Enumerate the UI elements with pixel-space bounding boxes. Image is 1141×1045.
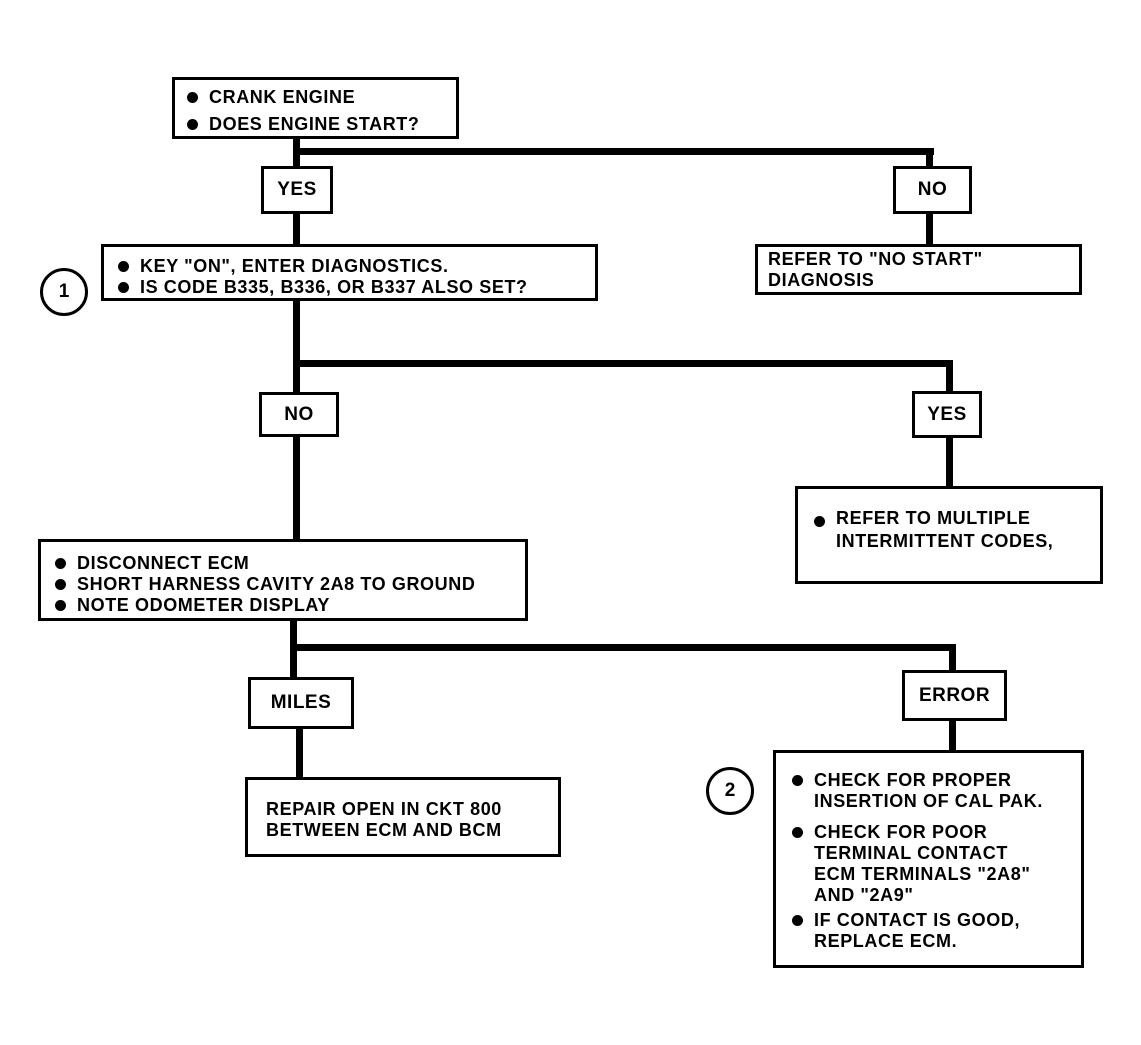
start-line-1: CRANK ENGINE (209, 87, 356, 107)
connector-line (293, 138, 300, 174)
error-label: ERROR (902, 670, 1007, 721)
check-item-3-line-2: REPLACE ECM. (814, 931, 958, 951)
bullet-icon (792, 827, 803, 838)
connector-line (949, 718, 956, 752)
connector-line (946, 434, 953, 490)
multiple-codes-line-1: REFER TO MULTIPLE (836, 508, 1031, 528)
bullet-icon (55, 558, 66, 569)
connector-line (946, 360, 953, 393)
step-marker-2: 2 (706, 767, 754, 815)
repair-line-2: BETWEEN ECM AND BCM (266, 820, 502, 840)
disconnect-line-1: DISCONNECT ECM (77, 553, 250, 573)
disconnect-ecm-box: DISCONNECT ECM SHORT HARNESS CAVITY 2A8 … (38, 539, 528, 621)
diagnostics-box: KEY "ON", ENTER DIAGNOSTICS. IS CODE B33… (101, 244, 598, 301)
bullet-icon (118, 261, 129, 272)
bullet-icon (792, 775, 803, 786)
disconnect-line-2: SHORT HARNESS CAVITY 2A8 TO GROUND (77, 574, 476, 594)
bullet-icon (187, 119, 198, 130)
check-item-3-line-1: IF CONTACT IS GOOD, (814, 910, 1021, 930)
check-item-2-line-2: TERMINAL CONTACT (814, 843, 1008, 863)
check-item-1-line-1: CHECK FOR PROPER (814, 770, 1012, 790)
connector-line (926, 148, 933, 168)
miles-label: MILES (248, 677, 354, 729)
bullet-icon (55, 579, 66, 590)
bullet-icon (792, 915, 803, 926)
connector-line (293, 360, 953, 367)
cal-pak-check-box: CHECK FOR PROPER INSERTION OF CAL PAK. C… (773, 750, 1084, 968)
start-box: CRANK ENGINE DOES ENGINE START? (172, 77, 459, 139)
bullet-icon (814, 516, 825, 527)
no-start-box: REFER TO "NO START" DIAGNOSIS (755, 244, 1082, 295)
no-label-2: NO (259, 392, 339, 437)
yes-label-2: YES (912, 391, 982, 438)
yes-label-1: YES (261, 166, 333, 214)
connector-line (949, 644, 956, 672)
multiple-codes-box: REFER TO MULTIPLE INTERMITTENT CODES, (795, 486, 1103, 584)
connector-line (293, 298, 300, 396)
check-item-2-line-1: CHECK FOR POOR (814, 822, 988, 842)
no-label-1: NO (893, 166, 972, 214)
bullet-icon (187, 92, 198, 103)
connector-line (296, 725, 303, 781)
check-item-1-line-2: INSERTION OF CAL PAK. (814, 791, 1043, 811)
connector-line (293, 210, 300, 248)
multiple-codes-line-2: INTERMITTENT CODES, (836, 531, 1054, 551)
connector-line (290, 644, 956, 651)
check-item-2-line-3: ECM TERMINALS "2A8" (814, 864, 1031, 884)
step-marker-1: 1 (40, 268, 88, 316)
bullet-icon (118, 282, 129, 293)
bullet-icon (55, 600, 66, 611)
repair-box: REPAIR OPEN IN CKT 800 BETWEEN ECM AND B… (245, 777, 561, 857)
start-line-2: DOES ENGINE START? (209, 114, 420, 134)
diagnostics-line-1: KEY "ON", ENTER DIAGNOSTICS. (140, 256, 449, 276)
connector-line (293, 434, 300, 542)
no-start-line-2: DIAGNOSIS (768, 270, 875, 290)
repair-line-1: REPAIR OPEN IN CKT 800 (266, 799, 502, 819)
connector-line (293, 148, 934, 155)
diagnostics-line-2: IS CODE B335, B336, OR B337 ALSO SET? (140, 277, 528, 297)
check-item-2-line-4: AND "2A9" (814, 885, 914, 905)
no-start-line-1: REFER TO "NO START" (768, 249, 983, 269)
disconnect-line-3: NOTE ODOMETER DISPLAY (77, 595, 330, 615)
connector-line (926, 212, 933, 246)
